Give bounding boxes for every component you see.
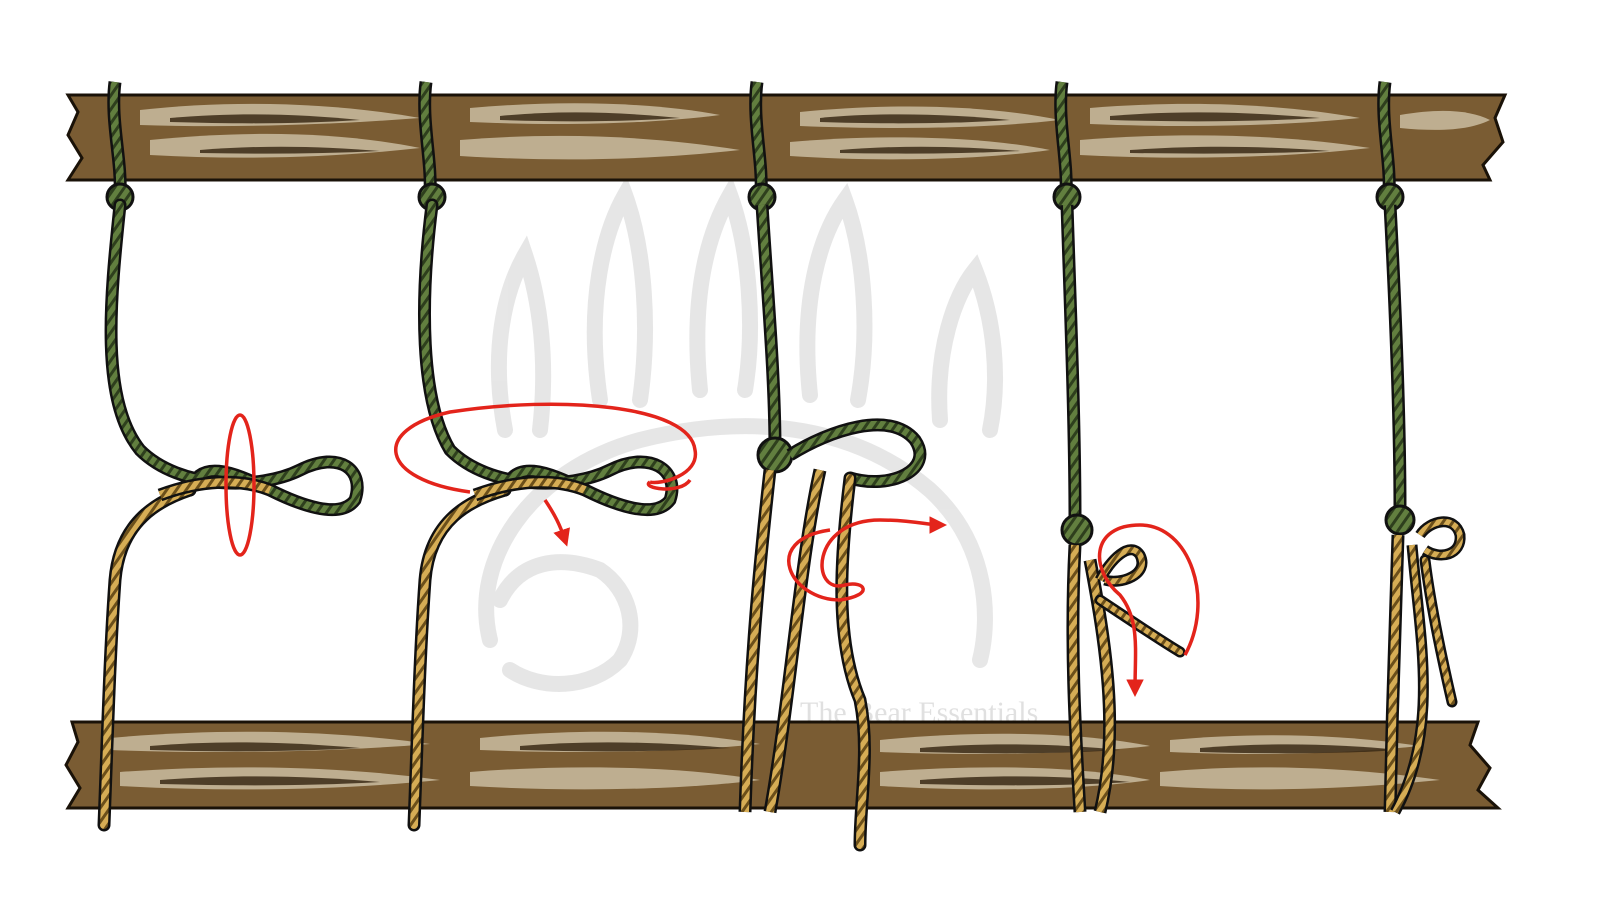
claw-mark-4 [799, 182, 873, 408]
claw-mark-1 [490, 235, 552, 438]
step-3-knot [756, 436, 794, 474]
step-2 [394, 81, 697, 832]
bear-snout-outline [492, 554, 639, 692]
bear-head-outline [478, 418, 993, 668]
step-4 [1052, 81, 1200, 814]
step-4-knot [1060, 513, 1094, 547]
step-1 [97, 81, 364, 832]
step-5 [1375, 81, 1466, 815]
step-5-knot [1384, 504, 1416, 536]
claw-mark-5 [931, 254, 1003, 438]
claw-mark-3 [689, 176, 758, 398]
step-3-red-arrow [787, 516, 947, 602]
top-wood-plank [65, 93, 1508, 182]
step-3 [738, 81, 947, 852]
step-2-red-arrow [394, 402, 697, 540]
step-1-red-arrow [224, 413, 256, 557]
claw-mark-2 [586, 176, 653, 408]
step-4-red-arrow [1097, 523, 1200, 697]
